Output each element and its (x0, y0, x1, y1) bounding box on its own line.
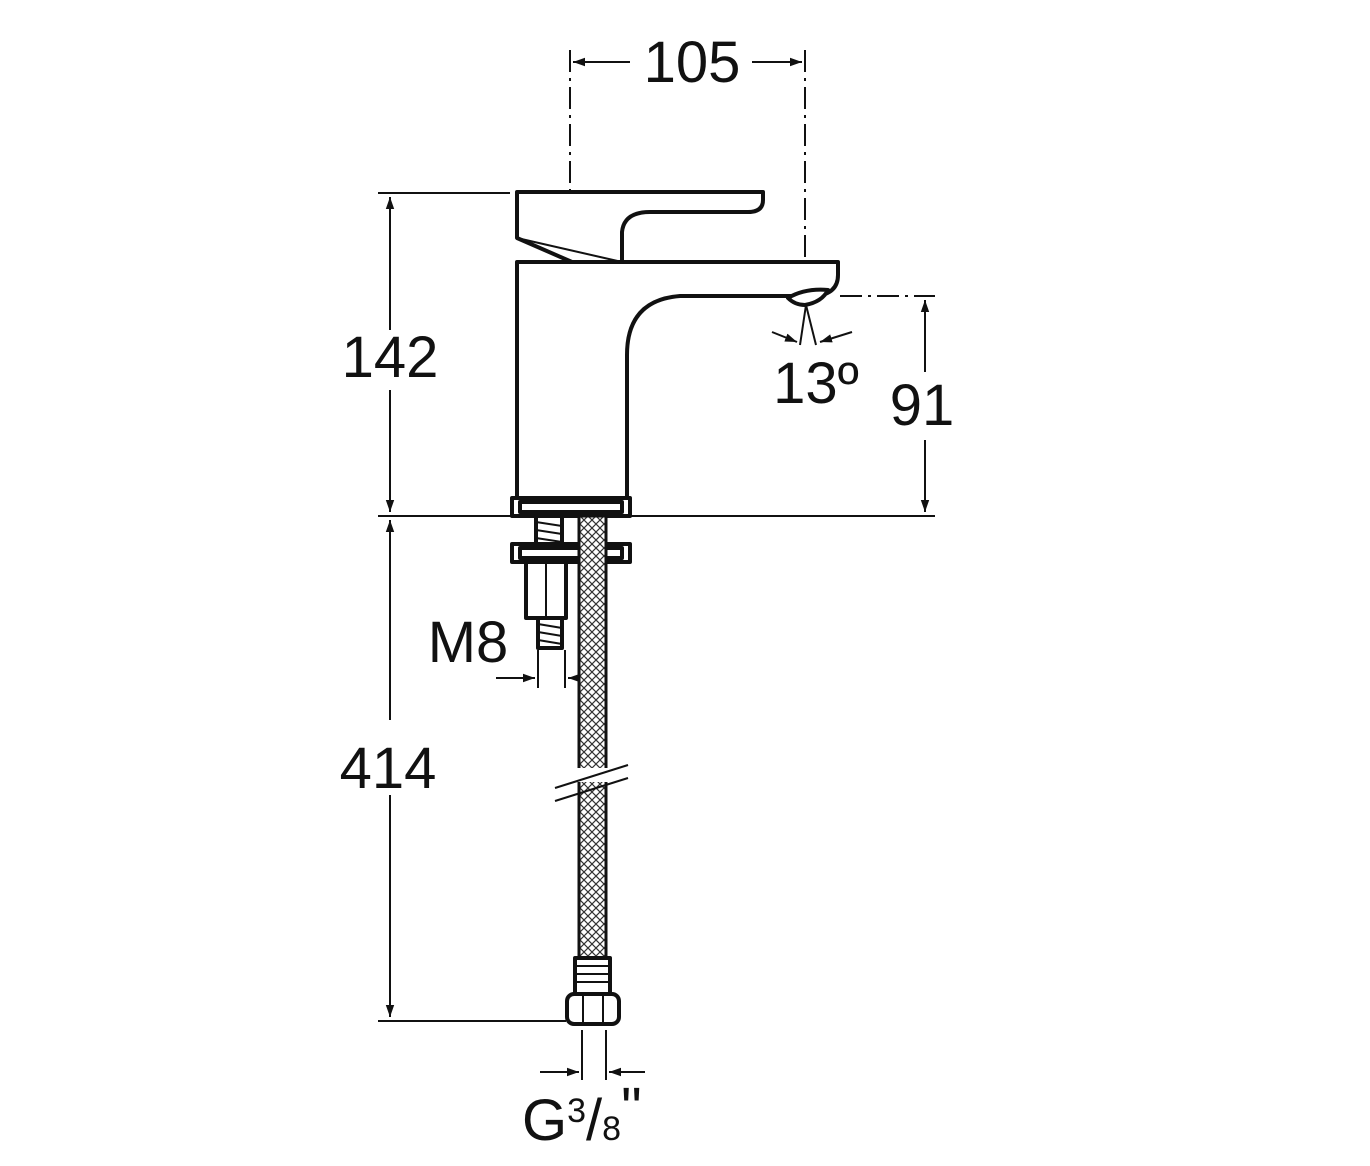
spout-outlet (786, 287, 830, 307)
hose-braid (577, 514, 608, 963)
ferrule-rings (575, 965, 610, 983)
stud-thread-lines-lower (537, 623, 563, 645)
lever-handle (515, 190, 765, 264)
flexible-hose (554, 514, 629, 1026)
dimension-91: 91 (630, 295, 955, 517)
dimension-414: 414 (340, 520, 566, 1022)
body-and-spout (515, 260, 840, 500)
faucet-body (515, 190, 840, 500)
angle-arrow-left (771, 331, 798, 343)
stud-label-m8: M8 (428, 610, 509, 675)
dim-label-91: 91 (890, 373, 955, 438)
connection-slash: / (586, 1088, 603, 1153)
break-mark-lower (554, 777, 629, 802)
connection-suffix: " (621, 1076, 642, 1141)
dim-label-142: 142 (342, 325, 439, 390)
angle-13: 13º (771, 304, 859, 416)
base-flange (510, 496, 632, 518)
dimension-142: 142 (342, 192, 515, 517)
angle-ray-right (805, 304, 817, 346)
connection-prefix: G (522, 1088, 567, 1153)
dimension-105: 105 (569, 30, 806, 515)
dim-label-105: 105 (644, 30, 741, 95)
connection-denominator: 8 (602, 1110, 621, 1148)
angle-ray-left (799, 304, 807, 346)
angle-arrow-right (819, 331, 853, 343)
mounting-stud: M8 (428, 514, 632, 688)
hose-ferrule (573, 956, 612, 996)
fixing-plate-inner (518, 546, 624, 560)
break-mark-upper (554, 764, 629, 789)
base-ring-inner (518, 500, 624, 514)
dim-label-414: 414 (340, 736, 437, 801)
connection-label: G3/8" (522, 1076, 642, 1153)
hose-nut (565, 992, 621, 1026)
connection-numerator: 3 (567, 1092, 586, 1130)
connection-thread: G3/8" (522, 1030, 645, 1153)
stud-thread-lines (535, 521, 563, 543)
angle-label: 13º (773, 351, 859, 416)
lever-base-edge (516, 237, 623, 263)
